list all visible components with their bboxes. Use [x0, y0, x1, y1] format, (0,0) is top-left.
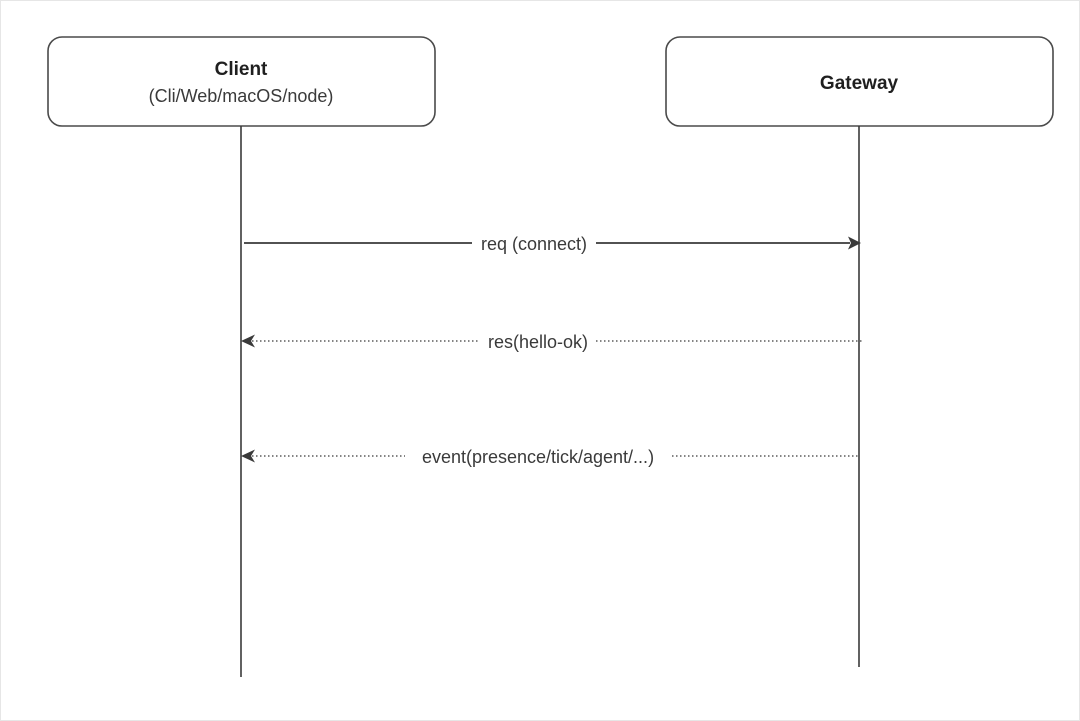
message-label: res(hello-ok) — [488, 332, 588, 352]
client-subtitle: (Cli/Web/macOS/node) — [149, 86, 334, 106]
message-label-bg — [480, 329, 596, 354]
participant-gateway: Gateway — [665, 36, 1054, 127]
message-label-bg — [472, 231, 596, 256]
message-label: req (connect) — [481, 234, 587, 254]
message-label: event(presence/tick/agent/...) — [422, 447, 654, 467]
message-res-hello-ok: res(hello-ok) — [241, 329, 862, 354]
participant-client: Client (Cli/Web/macOS/node) — [47, 36, 436, 127]
gateway-name: Gateway — [820, 73, 899, 94]
arrowhead-left — [241, 449, 255, 463]
message-label-bg — [405, 444, 671, 469]
client-box — [47, 36, 436, 127]
arrowhead-right — [848, 236, 861, 250]
arrowhead-left — [241, 334, 255, 348]
message-event: event(presence/tick/agent/...) — [241, 444, 859, 469]
client-name: Client — [215, 59, 268, 80]
message-req-connect: req (connect) — [244, 231, 861, 256]
